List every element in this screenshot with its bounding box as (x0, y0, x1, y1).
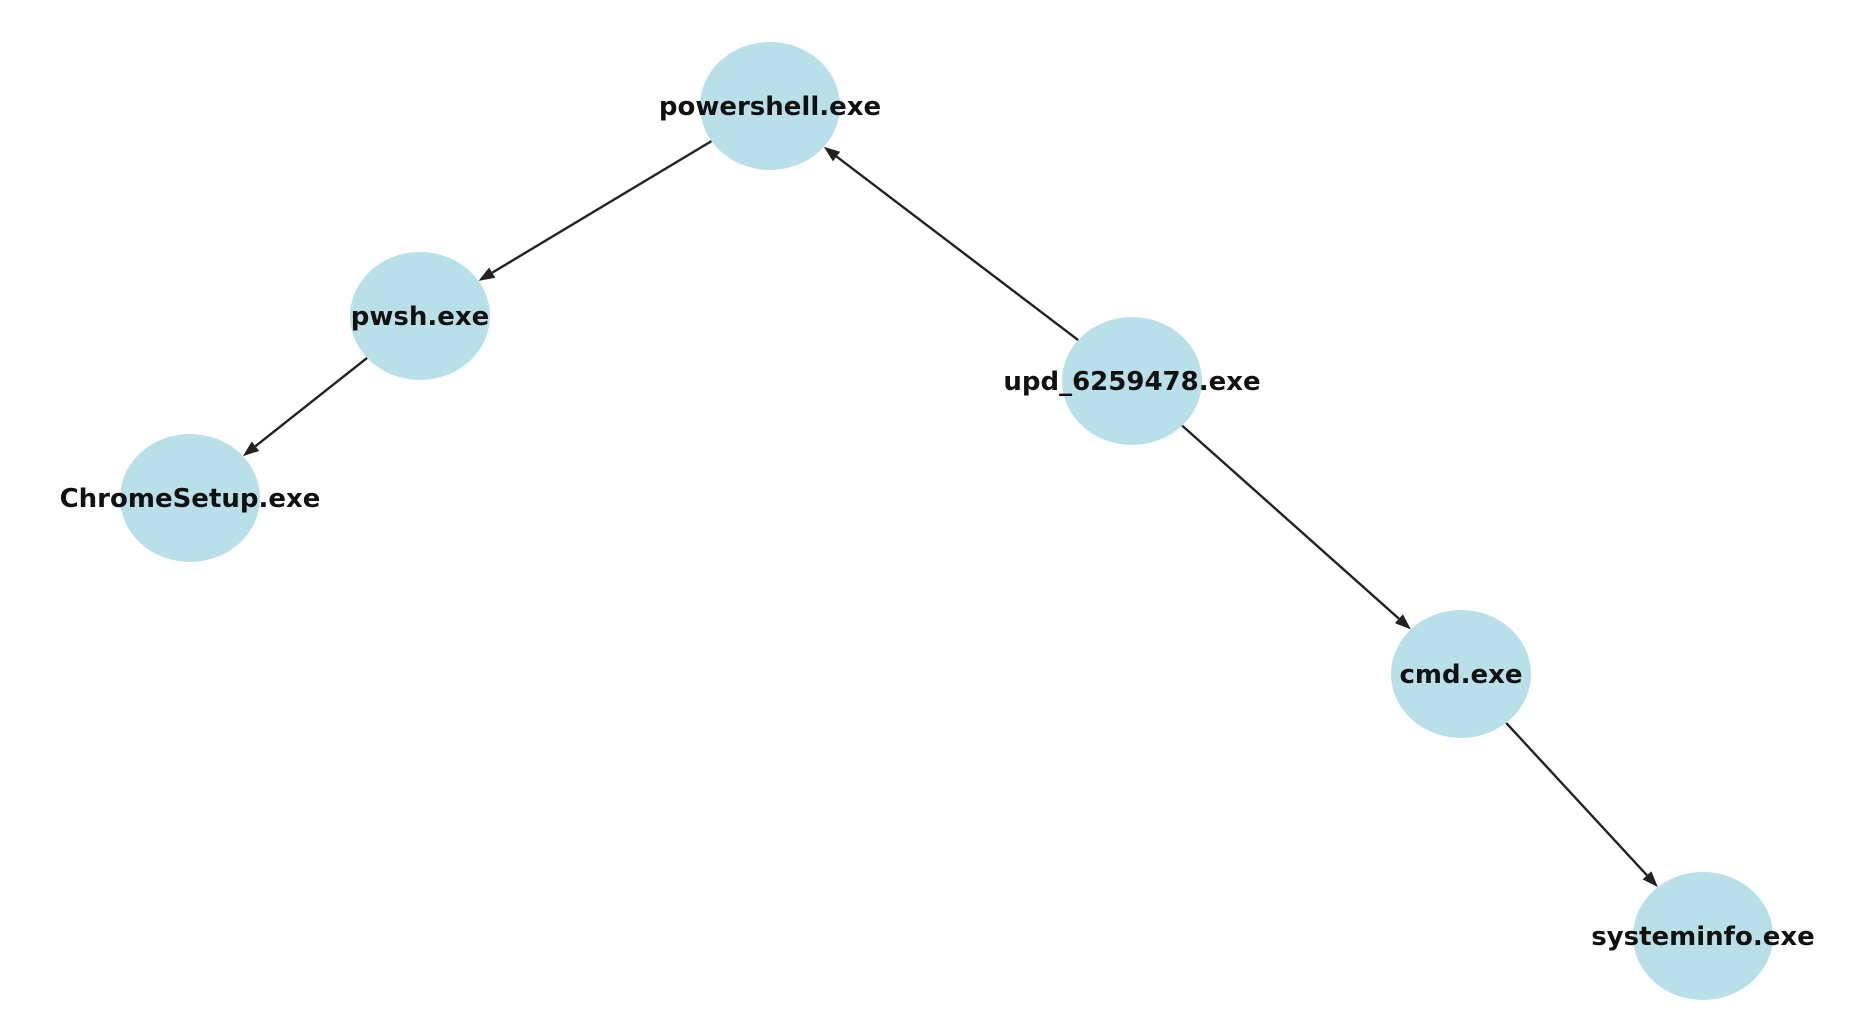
node-label: ChromeSetup.exe (60, 484, 321, 514)
node-label: pwsh.exe (351, 302, 490, 332)
edge-upd-to-cmd (1181, 424, 1411, 630)
node-upd: upd_6259478.exe (1003, 317, 1261, 445)
node-label: cmd.exe (1399, 660, 1522, 690)
node-chromesetup: ChromeSetup.exe (60, 434, 321, 562)
node-label: upd_6259478.exe (1003, 367, 1260, 397)
edge-line (1505, 722, 1648, 877)
arrowhead-icon (1642, 871, 1658, 888)
edge-line (1181, 424, 1400, 620)
arrowhead-icon (478, 267, 496, 281)
node-cmd: cmd.exe (1391, 610, 1531, 738)
edge-cmd-to-systeminfo (1505, 722, 1658, 888)
arrowhead-icon (242, 441, 260, 457)
node-powershell: powershell.exe (659, 42, 881, 170)
node-label: powershell.exe (659, 92, 881, 122)
node-circle (1391, 610, 1531, 738)
edges-layer (242, 140, 1658, 888)
edge-line (254, 356, 368, 448)
node-systeminfo: systeminfo.exe (1591, 872, 1815, 1000)
node-label: systeminfo.exe (1591, 922, 1815, 952)
node-circle (350, 252, 490, 380)
edge-upd-to-powershell (823, 146, 1079, 342)
node-circle (1633, 872, 1773, 1000)
arrowhead-icon (1394, 614, 1411, 630)
edge-line (835, 155, 1079, 342)
node-circle (700, 42, 840, 170)
edge-pwsh-to-chromesetup (242, 356, 368, 457)
edge-line (491, 140, 713, 274)
edge-powershell-to-pwsh (478, 140, 713, 281)
node-circle (120, 434, 260, 562)
node-pwsh: pwsh.exe (350, 252, 490, 380)
arrowhead-icon (823, 146, 841, 162)
node-circle (1062, 317, 1202, 445)
